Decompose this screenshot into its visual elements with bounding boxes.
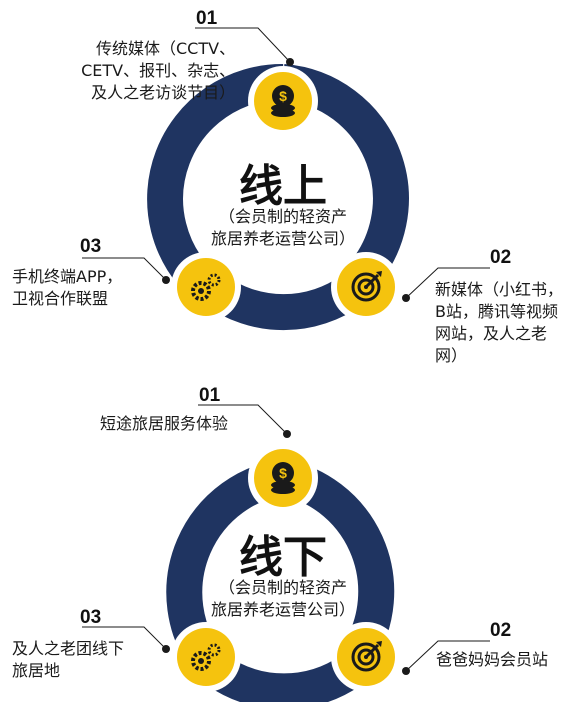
center-subtitle: （会员制的轻资产旅居养老运营公司） bbox=[210, 207, 355, 248]
center-title: 线下 bbox=[239, 532, 327, 583]
item-desc-03: 及人之老团线下 旅居地 bbox=[12, 639, 125, 680]
target-icon bbox=[337, 258, 395, 316]
item-desc-02: 爸爸妈妈会员站 bbox=[436, 650, 549, 669]
ring-diagram: $ bbox=[82, 27, 490, 331]
svg-text:$: $ bbox=[279, 465, 287, 481]
offline-panel: $ 线下 （会员制的轻资产旅居养老运营公司） 01 短途旅居服务体验 02 bbox=[0, 351, 578, 702]
center-title: 线上 bbox=[239, 161, 327, 212]
coin-stack-icon: $ bbox=[254, 72, 312, 130]
item-desc-01: 短途旅居服务体验 bbox=[100, 414, 229, 433]
item-number-01: 01 bbox=[199, 385, 221, 406]
item-number-02: 02 bbox=[490, 620, 512, 641]
item-desc-03: 手机终端APP， 卫视合作联盟 bbox=[12, 267, 123, 308]
leader-line-02 bbox=[405, 640, 490, 672]
leader-line-03 bbox=[82, 257, 167, 281]
item-number-02: 02 bbox=[490, 247, 512, 268]
ring-diagram: $ bbox=[82, 404, 490, 702]
ring-arc-left bbox=[147, 63, 284, 301]
item-desc-01: 传统媒体（CCTV、 CETV、报刊、杂志、 及人之老访谈节目） bbox=[81, 39, 236, 102]
target-icon bbox=[337, 628, 395, 686]
ring-arc-bottom bbox=[207, 655, 361, 702]
leader-line-01 bbox=[198, 404, 288, 435]
leader-line-01 bbox=[195, 27, 291, 63]
leader-line-02 bbox=[405, 267, 490, 299]
center-subtitle: （会员制的轻资产旅居养老运营公司） bbox=[210, 578, 355, 619]
ring-arc-right bbox=[281, 64, 409, 293]
gears-icon bbox=[177, 628, 235, 686]
item-number-03: 03 bbox=[80, 236, 102, 257]
item-desc-02: 新媒体（小红书， B站，腾讯等视频 网站，及人之老 网） bbox=[435, 280, 564, 365]
gears-icon bbox=[177, 258, 235, 316]
coin-stack-icon: $ bbox=[254, 449, 312, 507]
svg-text:$: $ bbox=[279, 88, 287, 104]
leader-line-03 bbox=[82, 626, 167, 650]
online-panel: $ 线上 （会员制的轻资产旅居养老运营公司） 01 传统媒体（CCT bbox=[12, 8, 563, 365]
item-number-01: 01 bbox=[196, 8, 218, 29]
item-number-03: 03 bbox=[80, 607, 102, 628]
